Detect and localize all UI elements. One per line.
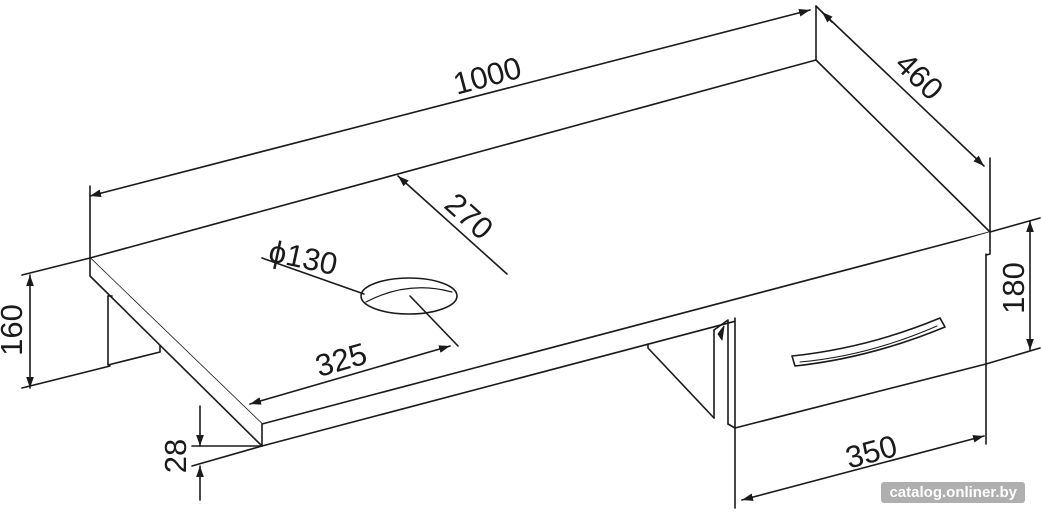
dim-length-label: 1000 <box>449 50 525 102</box>
dimension-lines <box>21 5 1041 509</box>
dim-depth-label: 460 <box>889 46 951 107</box>
dim-thickness-label: 28 <box>158 439 193 473</box>
drawer-cabinet <box>647 253 987 429</box>
left-support <box>107 295 161 366</box>
dim-height-label: 160 <box>0 304 29 356</box>
drawer-handle[interactable] <box>791 317 946 367</box>
dim-drawer-height-label: 180 <box>996 262 1031 314</box>
dim-drawer-width-label: 350 <box>842 428 901 475</box>
watermark: catalog.onliner.by <box>881 482 1025 503</box>
sink-hole <box>360 277 458 315</box>
